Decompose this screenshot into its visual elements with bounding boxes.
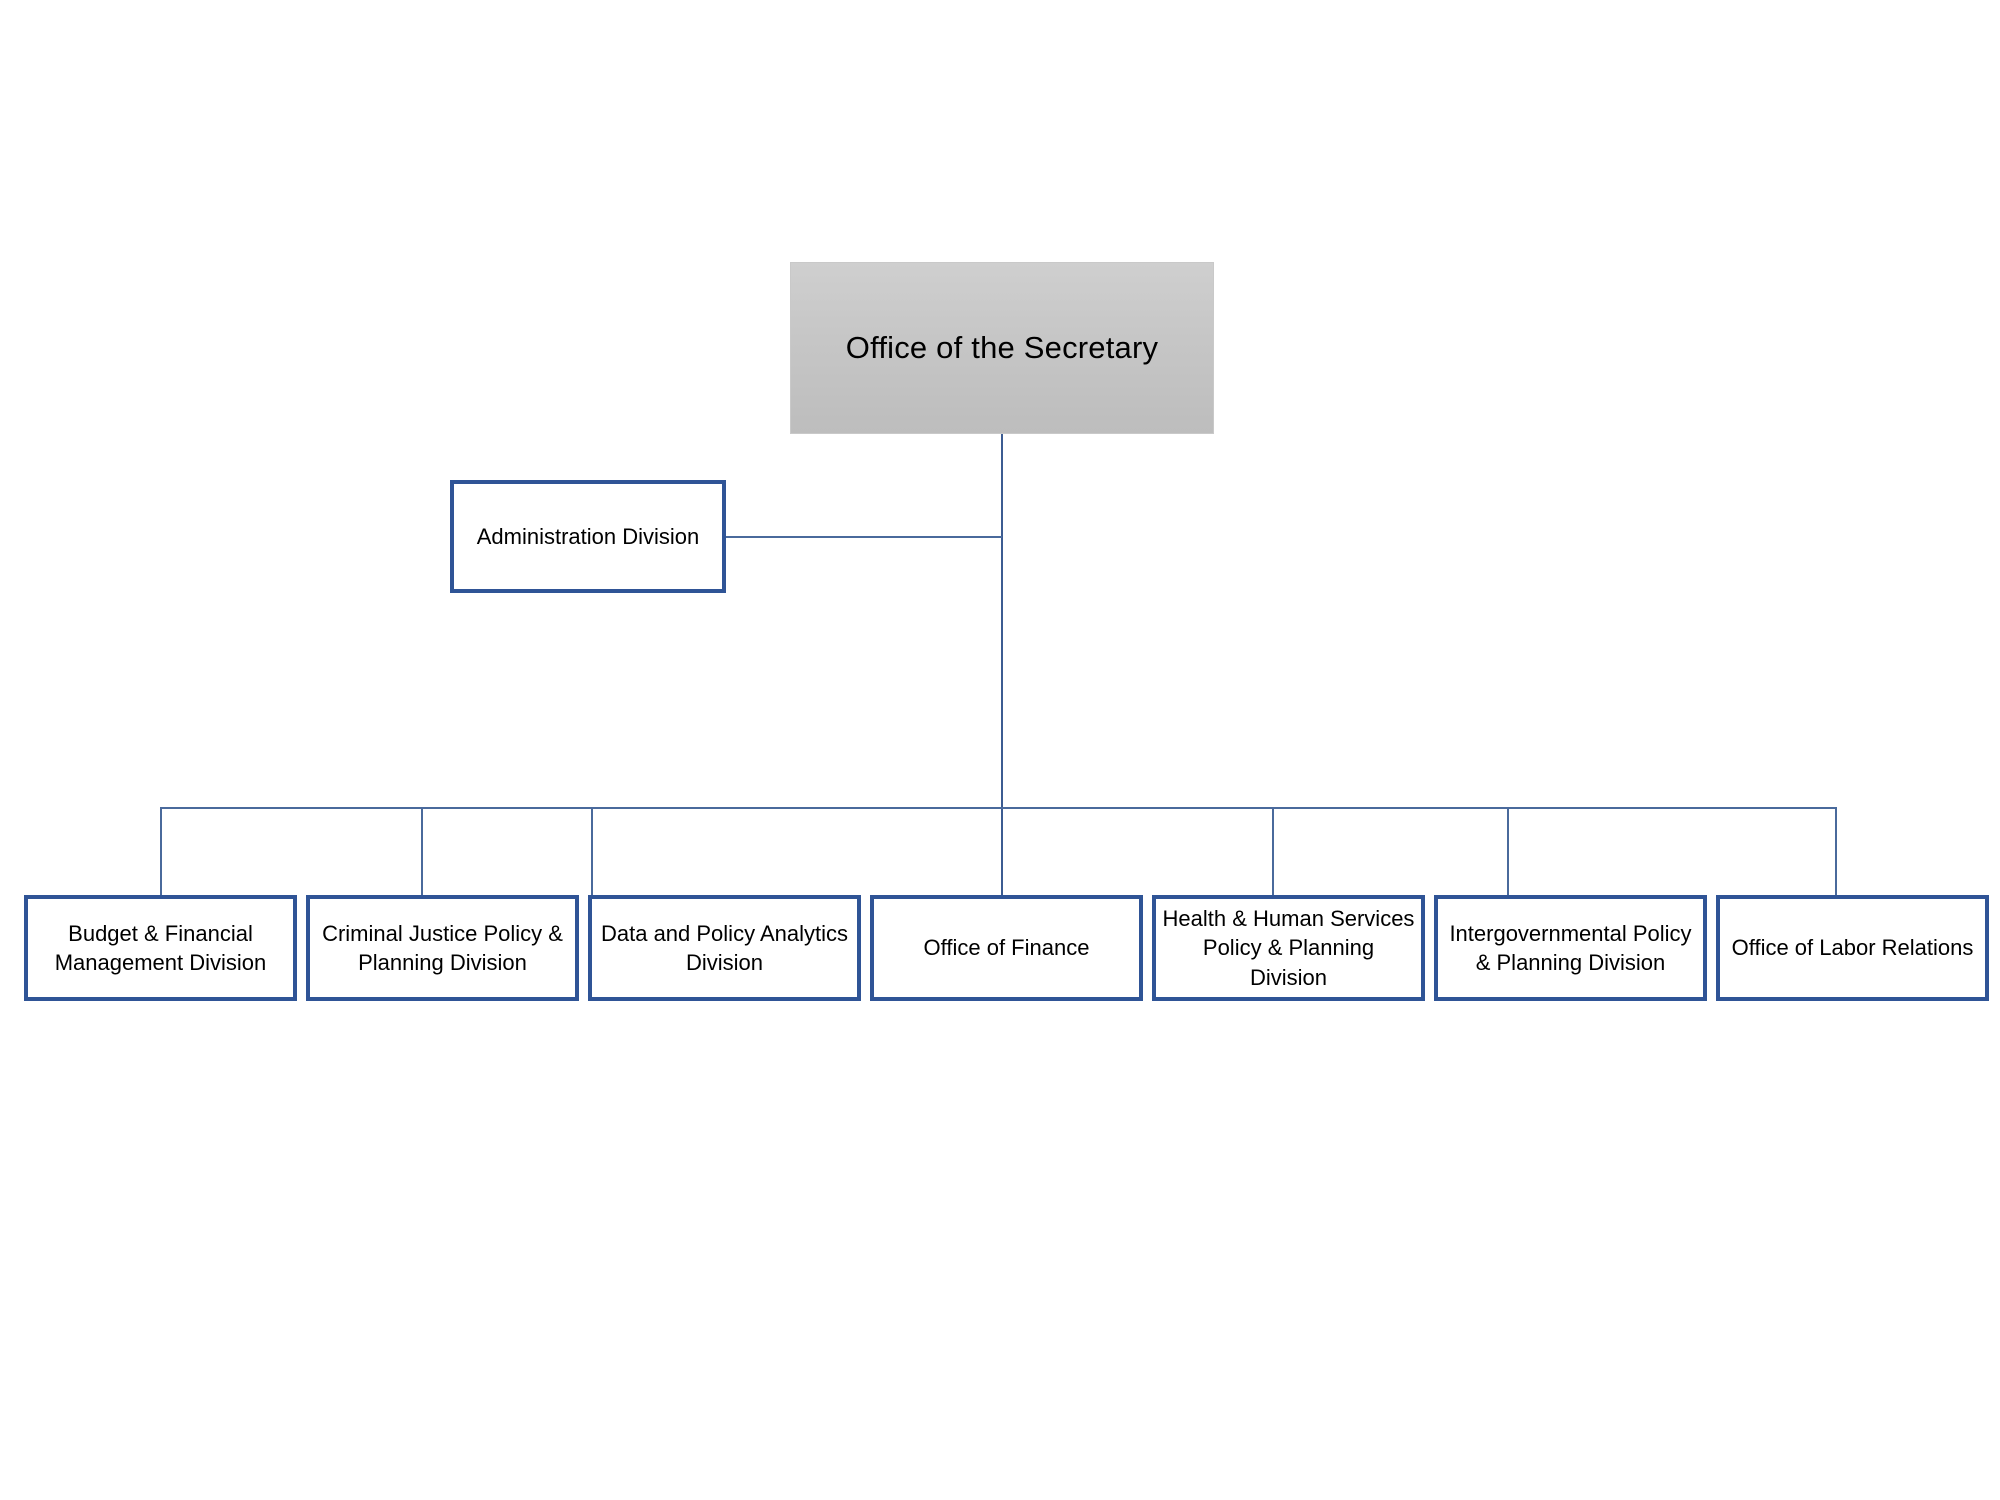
node-office-of-finance[interactable]: Office of Finance: [870, 895, 1143, 1001]
node-label-office-of-finance: Office of Finance: [923, 935, 1090, 961]
connector-drop-data-and-policy-analytics-division: [591, 807, 593, 895]
node-office-of-labor-relations[interactable]: Office of Labor Relations: [1716, 895, 1989, 1001]
connector-drop-health-human-services-policy-planning-division: [1272, 807, 1274, 895]
node-label-intergovernmental-policy-planning-division: Intergovernmental Policy & Planning Divi…: [1449, 920, 1692, 975]
connector-root-trunk: [1001, 434, 1003, 807]
connector-drop-office-of-labor-relations: [1835, 807, 1837, 895]
node-label-criminal-justice-policy-planning-division: Criminal Justice Policy & Planning Divis…: [322, 920, 563, 975]
connector-drop-intergovernmental-policy-planning-division: [1507, 807, 1509, 895]
node-data-and-policy-analytics-division[interactable]: Data and Policy Analytics Division: [588, 895, 861, 1001]
node-label-data-and-policy-analytics-division: Data and Policy Analytics Division: [600, 920, 849, 975]
node-label-health-human-services-policy-planning-division: Health & Human Services Policy & Plannin…: [1162, 906, 1415, 990]
node-criminal-justice-policy-planning-division[interactable]: Criminal Justice Policy & Planning Divis…: [306, 895, 579, 1001]
node-intergovernmental-policy-planning-division[interactable]: Intergovernmental Policy & Planning Divi…: [1434, 895, 1707, 1001]
node-office-of-the-secretary[interactable]: Office of the Secretary: [790, 262, 1214, 434]
node-health-human-services-policy-planning-division[interactable]: Health & Human Services Policy & Plannin…: [1152, 895, 1425, 1001]
node-label-office-of-labor-relations: Office of Labor Relations: [1731, 935, 1974, 961]
node-label-budget-financial-management-division: Budget & Financial Management Division: [54, 920, 267, 975]
connector-assistant-administration: [725, 536, 1002, 538]
connector-trunk-to-office-of-finance: [1001, 807, 1003, 895]
node-budget-financial-management-division[interactable]: Budget & Financial Management Division: [24, 895, 297, 1001]
connector-horizontal-bus: [161, 807, 1837, 809]
node-label-office-of-the-secretary: Office of the Secretary: [845, 329, 1159, 365]
connector-drop-criminal-justice-policy-planning-division: [421, 807, 423, 895]
connector-drop-budget-financial-management-division: [160, 807, 162, 895]
node-administration-division[interactable]: Administration Division: [450, 480, 726, 593]
node-label-administration-division: Administration Division: [476, 523, 700, 549]
